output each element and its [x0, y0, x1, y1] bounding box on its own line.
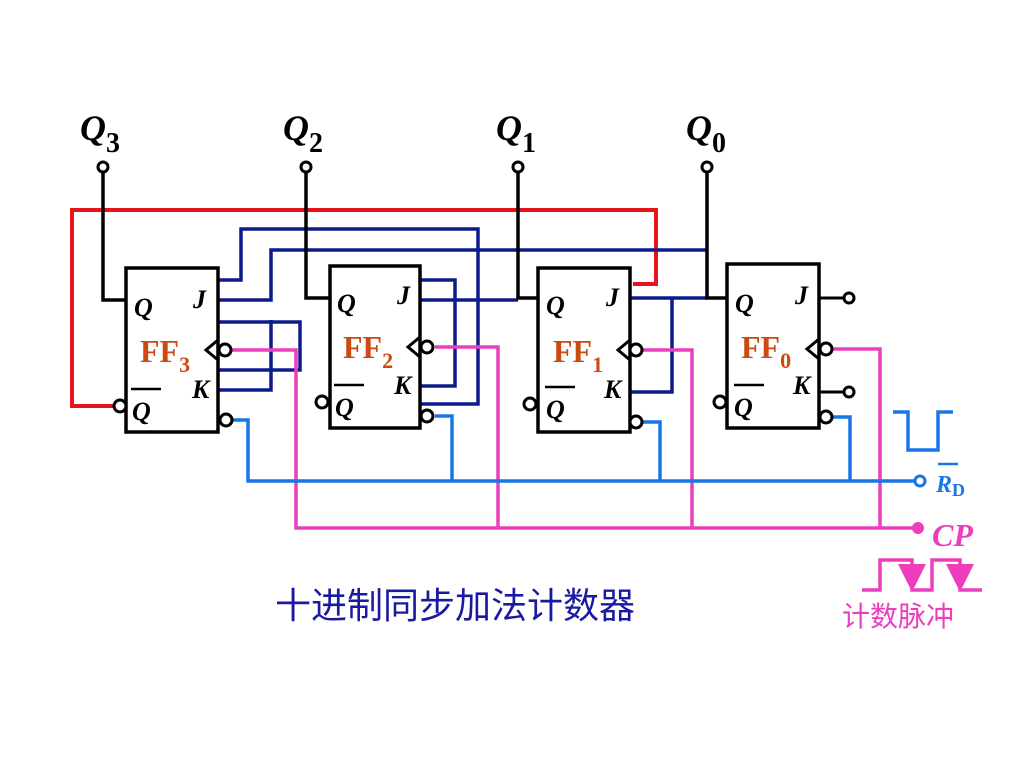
pin-j-ff3: J [192, 285, 207, 314]
red-feedback-wire [70, 208, 658, 408]
reset-label: RD [935, 472, 965, 500]
clock-wires [232, 345, 914, 530]
output-label-q2: Q2 [283, 108, 323, 159]
pin-labels: Q J K Q Q J K Q Q J K Q Q J K Q [132, 281, 812, 426]
pin-j-ff2: J [396, 281, 411, 310]
clock-input-terminal [912, 522, 924, 534]
output-leads [101, 170, 727, 302]
clock-pulse-waveform [862, 558, 982, 592]
flipflop-names: FF3 FF2 FF1 FF0 [140, 329, 791, 377]
ff0-jk-terminals [819, 291, 856, 399]
diagram-title: 十进制同步加法计数器 [275, 586, 635, 627]
output-labels: Q3 Q2 Q1 Q0 [80, 108, 726, 159]
pin-qbar-ff3: Q [132, 397, 151, 426]
pin-j-ff1: J [605, 283, 620, 312]
reset-input-terminal [913, 474, 927, 488]
pin-q-ff1: Q [546, 291, 565, 320]
pin-qbar-ff0: Q [734, 393, 753, 422]
clock-caption: 计数脉冲 [842, 600, 954, 633]
reset-wires [233, 410, 953, 483]
inversion-bubbles [112, 339, 834, 430]
flipflop-box-ff0 [725, 262, 821, 430]
pin-qbar-ff2: Q [335, 393, 354, 422]
output-terminals [96, 160, 714, 174]
qbar-overlines [131, 383, 958, 466]
pin-q-ff0: Q [735, 289, 754, 318]
ff-name-ff3: FF3 [140, 333, 190, 377]
pin-j-ff0: J [794, 281, 809, 310]
ff-name-ff2: FF2 [343, 329, 393, 373]
pin-q-ff2: Q [337, 289, 356, 318]
clock-label: CP [932, 517, 973, 553]
pin-k-ff0: K [792, 371, 812, 400]
output-label-q0: Q0 [686, 108, 726, 159]
pin-k-ff2: K [393, 371, 413, 400]
navy-logic-wires [218, 227, 707, 406]
output-label-q1: Q1 [496, 108, 536, 159]
ff-name-ff0: FF0 [741, 329, 791, 373]
pin-k-ff1: K [603, 375, 623, 404]
output-label-q3: Q3 [80, 108, 120, 159]
clock-notches [203, 335, 820, 362]
pin-q-ff3: Q [134, 293, 153, 322]
pin-qbar-ff1: Q [546, 395, 565, 424]
ff-name-ff1: FF1 [553, 333, 603, 377]
pin-k-ff3: K [191, 375, 211, 404]
